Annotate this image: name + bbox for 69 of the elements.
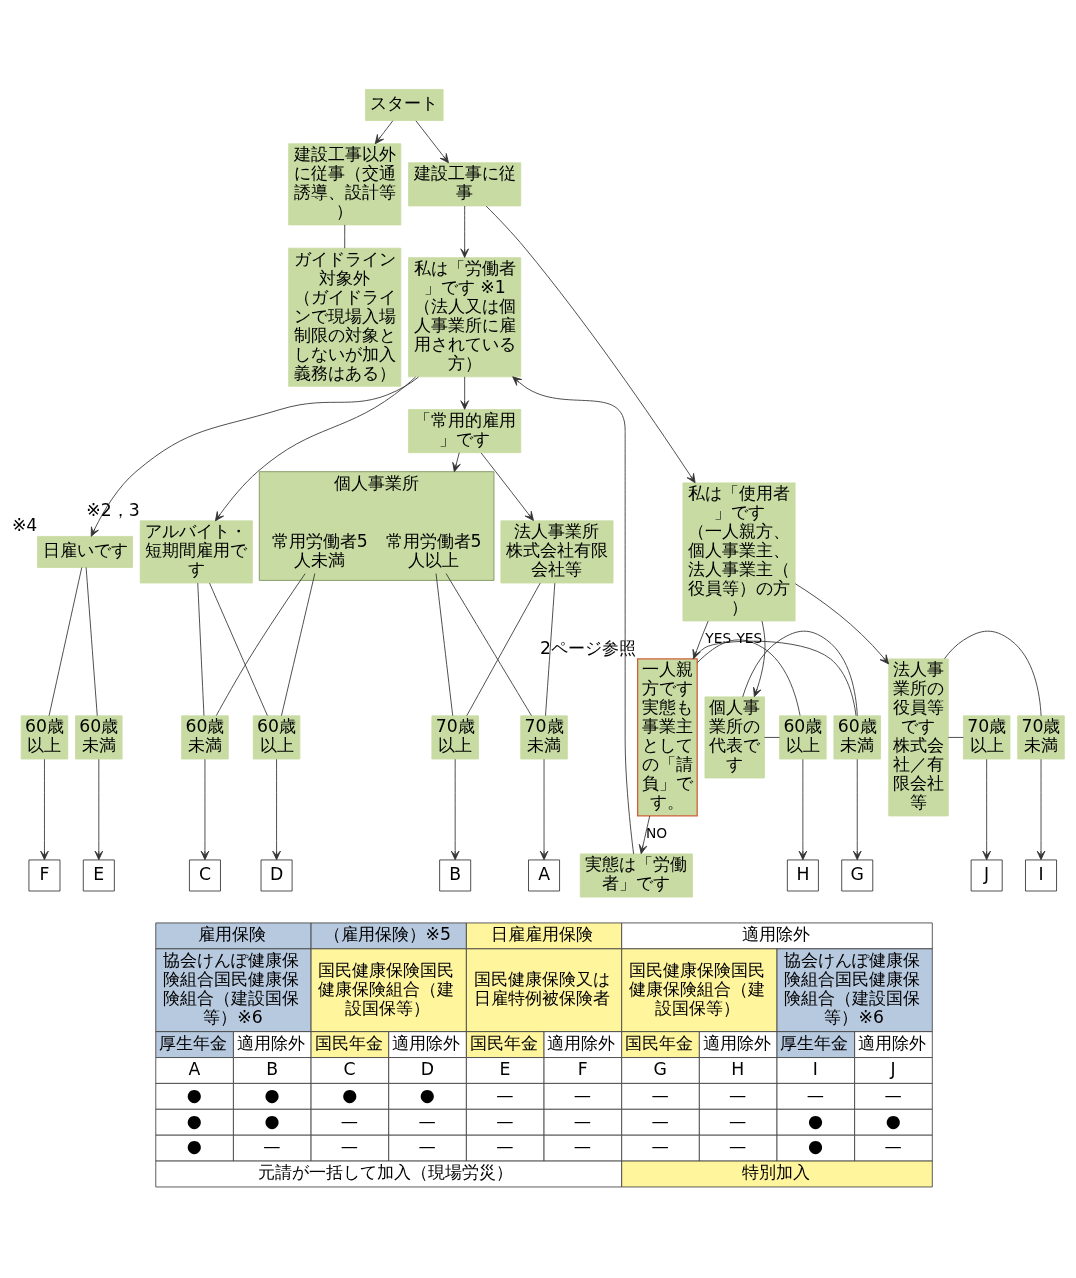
label: I	[812, 1058, 818, 1079]
label: —	[496, 1110, 514, 1131]
label: —	[263, 1135, 281, 1156]
label: ●	[186, 1084, 202, 1105]
label: ●	[186, 1110, 202, 1131]
label: E	[499, 1058, 511, 1079]
label: 国民年金	[625, 1032, 694, 1053]
edge-label: YES	[705, 629, 732, 646]
label: 国民健康保険国民健康保険組合（建設国保等）	[318, 959, 455, 1018]
label: —	[340, 1135, 359, 1156]
label: H	[731, 1058, 745, 1079]
label: 国民年金	[469, 1032, 538, 1053]
label: ●	[342, 1084, 358, 1105]
label: —	[806, 1084, 825, 1105]
label: 適用除外	[858, 1032, 927, 1053]
label: B	[266, 1058, 279, 1079]
label: D	[420, 1058, 434, 1079]
label: —	[884, 1084, 902, 1105]
label: F	[577, 1058, 588, 1079]
label: ●	[186, 1135, 202, 1156]
label: 雇用保険	[198, 923, 267, 944]
label: —	[729, 1110, 747, 1131]
edge-label: NO	[646, 824, 668, 841]
node-text: 常用労働者5人未満	[271, 530, 368, 570]
label: —	[573, 1110, 592, 1131]
label: —	[573, 1135, 592, 1156]
label: 協会けんぽ健康保険組合国民健康保険組合（建設国保等）※6	[163, 949, 300, 1027]
label: —	[729, 1084, 747, 1105]
label: —	[418, 1110, 436, 1131]
edge-label: YES	[736, 629, 763, 646]
label: —	[573, 1084, 592, 1105]
node-text: 常用労働者5人以上	[385, 530, 482, 570]
label: ●	[419, 1084, 435, 1105]
node-label: ※4	[11, 514, 38, 535]
label: 厚生年金	[159, 1032, 228, 1053]
label: —	[651, 1135, 669, 1156]
label: —	[651, 1084, 669, 1105]
label: （雇用保険）※5	[323, 923, 452, 944]
label: 国民年金	[314, 1032, 383, 1053]
label: ●	[808, 1135, 824, 1156]
label: ●	[885, 1110, 901, 1131]
label: —	[651, 1110, 669, 1131]
label: 国民健康保険又は日雇特例被保険者	[473, 968, 610, 1008]
label: —	[340, 1110, 359, 1131]
label: J	[890, 1058, 896, 1079]
label: —	[418, 1135, 436, 1156]
label: 適用除外	[392, 1032, 461, 1053]
label: 適用除外	[702, 1032, 771, 1053]
label: G	[653, 1058, 667, 1079]
label: 日雇雇用保険	[491, 923, 594, 944]
label: —	[496, 1084, 514, 1105]
label: —	[729, 1135, 747, 1156]
node-label: 2ページ参照	[540, 637, 637, 658]
label: 元請が一括して加入（現場労災）	[257, 1161, 513, 1182]
label: 適用除外	[741, 923, 810, 944]
label: C	[343, 1058, 356, 1079]
label: ●	[264, 1110, 280, 1131]
label: 協会けんぽ健康保険組合国民健康保険組合（建設国保等）※6	[784, 949, 921, 1027]
label: 国民健康保険国民健康保険組合（建設国保等）	[629, 959, 766, 1018]
label: ●	[808, 1110, 824, 1131]
label: 特別加入	[741, 1161, 810, 1182]
label: 適用除外	[547, 1032, 616, 1053]
label: —	[496, 1135, 514, 1156]
label: 適用除外	[236, 1032, 305, 1053]
label: ●	[264, 1084, 280, 1105]
label: —	[884, 1135, 902, 1156]
label: 厚生年金	[780, 1032, 849, 1053]
label: A	[188, 1058, 201, 1079]
node-label: ※2，3	[86, 499, 140, 520]
